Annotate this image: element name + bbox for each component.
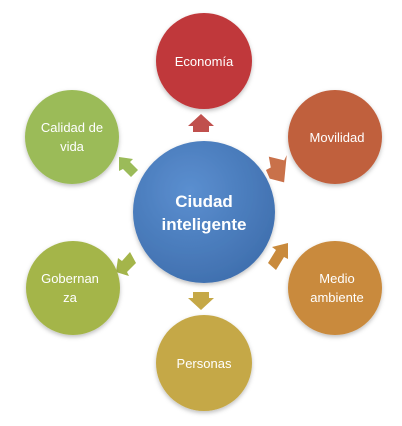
node-personas-label: Personas: [177, 356, 232, 371]
node-medio-ambiente-circle: [288, 241, 382, 335]
arrow-to-economia: [188, 114, 214, 132]
node-medio-ambiente-label-2: ambiente: [310, 290, 363, 305]
node-economia-label: Economía: [175, 54, 234, 69]
arrow-to-gobernanza: [116, 252, 136, 276]
node-gobernanza-circle: [26, 241, 120, 335]
center-node-circle: [133, 141, 275, 283]
center-node: Ciudad inteligente: [133, 141, 275, 283]
arrow-to-medio-ambiente: [268, 243, 288, 270]
node-gobernanza-label-1: Gobernan: [41, 271, 99, 286]
node-movilidad: Movilidad: [288, 90, 382, 184]
node-calidad-de-vida: Calidad de vida: [25, 90, 119, 184]
node-calidad-de-vida-label-1: Calidad de: [41, 120, 103, 135]
center-node-label-2: inteligente: [161, 215, 246, 234]
arrow-to-calidad-de-vida: [119, 157, 138, 177]
node-gobernanza: Gobernan za: [26, 241, 120, 335]
node-medio-ambiente: Medio ambiente: [288, 241, 382, 335]
node-economia: Economía: [156, 13, 252, 109]
arrow-to-personas: [188, 292, 214, 310]
node-movilidad-circle: [288, 90, 382, 184]
node-medio-ambiente-label-1: Medio: [319, 271, 354, 286]
arrow-to-movilidad: [265, 155, 287, 183]
node-gobernanza-label-2: za: [63, 290, 78, 305]
node-economia-circle: [156, 13, 252, 109]
node-calidad-de-vida-circle: [25, 90, 119, 184]
center-node-label-1: Ciudad: [175, 192, 233, 211]
node-personas-circle: [156, 315, 252, 411]
node-personas: Personas: [156, 315, 252, 411]
node-calidad-de-vida-label-2: vida: [60, 139, 85, 154]
node-movilidad-label: Movilidad: [310, 130, 365, 145]
